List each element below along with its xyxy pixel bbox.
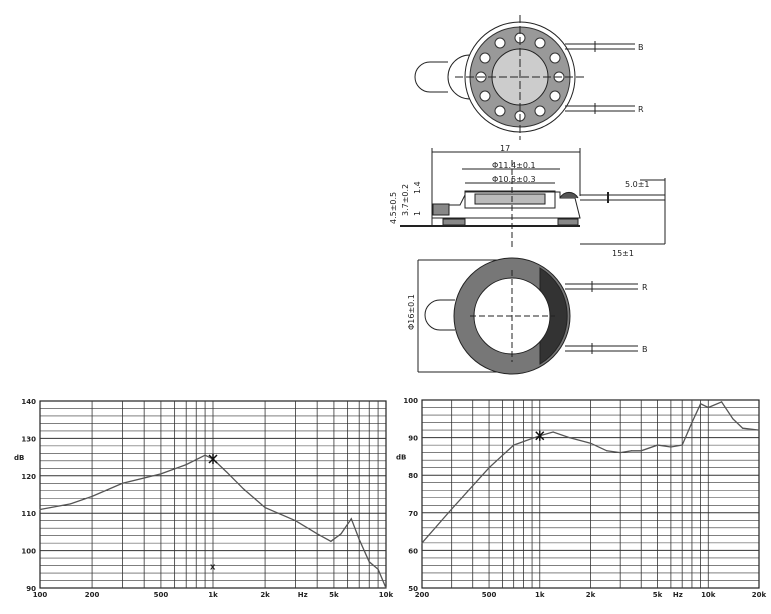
y-tick-label: 60 [408, 547, 418, 555]
y-axis-label: dB [396, 453, 406, 461]
data-point [316, 533, 318, 535]
data-point [732, 418, 734, 420]
y-axis-label: dB [14, 454, 24, 462]
response-curve [421, 401, 760, 544]
dim-lead-length: 15±1 [612, 249, 634, 258]
x-tick-label: Hz [673, 591, 683, 599]
data-point [721, 401, 723, 403]
right-frequency-response-chart: 50 60 70 80 90 100 200 500 1k 2k 5k Hz 10k 20k dB [396, 397, 767, 599]
top-view-drawing: B R [414, 15, 644, 140]
y-tick-label: 90 [26, 585, 36, 593]
x-tick-label: 200 [415, 591, 430, 599]
x-tick-label: 500 [482, 591, 497, 599]
data-point [707, 406, 709, 409]
x-tick-label: 100 [33, 591, 48, 599]
data-point [488, 467, 490, 469]
y-tick-label: 120 [21, 473, 36, 481]
data-point [699, 403, 702, 405]
data-point [368, 561, 370, 563]
y-tick-label: 70 [408, 510, 418, 518]
dim-body-dia: Φ16±0.1 [407, 294, 416, 330]
data-point [421, 542, 423, 544]
data-point [204, 454, 206, 456]
dim-inner-dia: Φ10.5±0.3 [492, 175, 536, 184]
x-tick-label: 2k [260, 591, 270, 599]
data-point [264, 506, 266, 509]
response-curve [39, 454, 387, 589]
dim-height: 4.5±0.5 [389, 192, 398, 224]
data-point [358, 538, 360, 540]
bottom-wire-label-b: B [642, 345, 648, 354]
data-point [513, 444, 515, 446]
x-tick-label: 1k [535, 591, 545, 599]
data-point [606, 450, 608, 452]
data-point [160, 473, 162, 475]
data-point [552, 431, 554, 433]
data-point [619, 452, 621, 454]
x-tick-label: 10k [701, 591, 716, 599]
data-point [121, 482, 124, 484]
y-tick-label: 140 [21, 398, 36, 406]
x-tick-label: 10k [379, 591, 394, 599]
x-tick-label: 5k [329, 591, 339, 599]
data-point [39, 508, 41, 511]
data-point [758, 429, 760, 431]
x-tick-label: Hz [298, 591, 308, 599]
x-tick-label: 200 [85, 591, 100, 599]
dim-outer-dia: Φ11.4±0.1 [492, 161, 536, 170]
y-tick-label: 130 [21, 435, 36, 443]
y-tick-label: 110 [21, 510, 36, 518]
data-point [185, 463, 187, 466]
data-point [294, 520, 297, 522]
data-point [691, 421, 693, 424]
marker-label: X [210, 564, 216, 572]
data-point [670, 446, 672, 448]
x-tick-label: 500 [154, 591, 169, 599]
data-point [451, 508, 453, 510]
side-section-drawing: 17 Φ11.4±0.1 Φ10.5±0.3 5.0±1 15±1 4.5±0.… [389, 144, 666, 258]
data-point [377, 568, 379, 570]
data-point [69, 503, 72, 505]
data-point [350, 518, 352, 520]
dim-step: 3.7±0.2 [401, 184, 410, 216]
bottom-view-drawing: Φ16±0.1 R B [407, 257, 648, 375]
x-tick-label: 2k [586, 591, 596, 599]
bottom-wire-label-a: R [642, 283, 648, 292]
data-point [640, 450, 642, 452]
y-tick-label: 50 [408, 585, 418, 593]
data-point [681, 444, 683, 446]
dim-base: 1 [413, 211, 422, 216]
top-wire-label-a: B [638, 43, 644, 52]
y-tick-label: 90 [408, 435, 418, 443]
data-point [568, 437, 571, 439]
data-point [742, 427, 744, 429]
y-tick-label: 80 [408, 472, 418, 480]
data-point [91, 495, 93, 497]
x-tick-label: 20k [752, 591, 767, 599]
y-tick-label: 100 [21, 548, 36, 556]
data-point [242, 488, 245, 490]
data-point [656, 444, 659, 446]
data-point [340, 533, 342, 535]
dim-lead-strip: 5.0±1 [625, 180, 650, 189]
dim-width: 17 [500, 144, 510, 153]
reference-marker [535, 430, 545, 441]
x-tick-label: 5k [653, 591, 663, 599]
data-point [385, 587, 387, 589]
data-point [226, 471, 228, 473]
dim-top: 1.4 [413, 181, 422, 194]
reference-marker [208, 453, 218, 464]
data-point [330, 540, 332, 542]
data-point [589, 442, 592, 444]
y-tick-label: 100 [403, 397, 418, 405]
top-wire-label-b: R [638, 105, 644, 114]
x-tick-label: 1k [208, 591, 218, 599]
data-point [630, 450, 633, 452]
